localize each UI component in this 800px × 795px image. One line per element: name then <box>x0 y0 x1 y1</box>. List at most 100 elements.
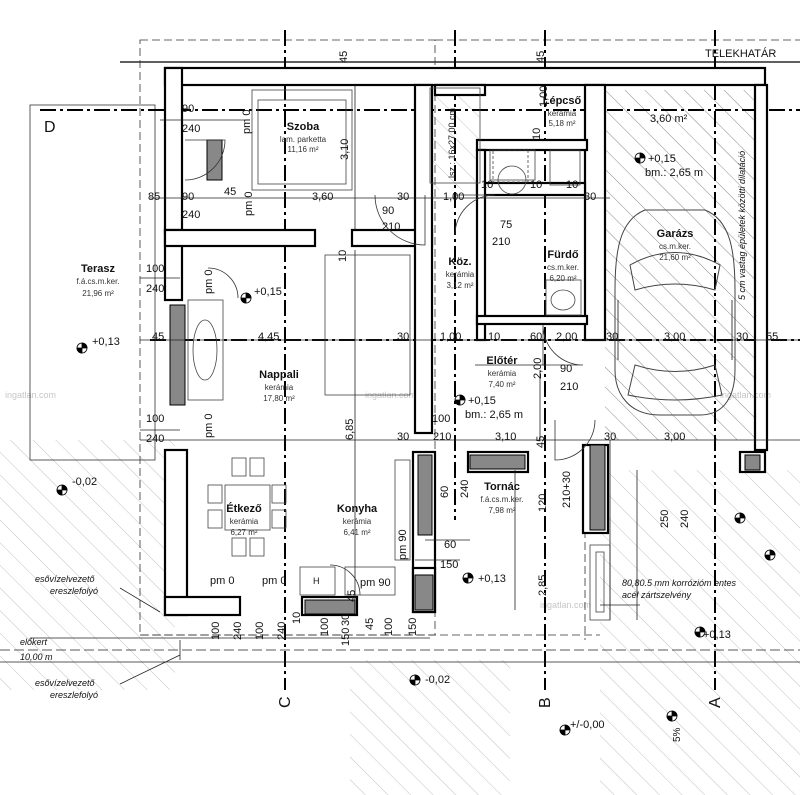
svg-text:240: 240 <box>146 433 164 445</box>
note-area-top-right: 3,60 m² <box>650 113 688 125</box>
svg-text:45: 45 <box>346 590 358 602</box>
level-tornac: +0,13 <box>478 573 506 585</box>
svg-text:10: 10 <box>530 179 542 191</box>
svg-text:21,60 m²: 21,60 m² <box>659 253 691 262</box>
svg-text:10: 10 <box>481 179 493 191</box>
svg-text:100: 100 <box>432 413 450 425</box>
svg-text:90: 90 <box>182 191 194 203</box>
svg-text:f.á.cs.m.ker.: f.á.cs.m.ker. <box>480 495 523 504</box>
bm-eloter: bm.: 2,65 m <box>465 409 523 421</box>
svg-text:1,00: 1,00 <box>440 331 461 343</box>
svg-text:150: 150 <box>440 559 458 571</box>
svg-text:Konyha: Konyha <box>337 503 378 515</box>
svg-text:11,16 m²: 11,16 m² <box>288 145 319 154</box>
notes: esővízelvezető ereszlefolyó esővízelveze… <box>20 108 747 742</box>
svg-text:3,00: 3,00 <box>664 331 685 343</box>
svg-text:150: 150 <box>407 618 419 636</box>
room-koz: Köz. kerámia 3,12 m² <box>446 256 475 290</box>
svg-text:pm 0: pm 0 <box>203 270 215 294</box>
svg-text:60: 60 <box>444 539 456 551</box>
svg-text:240: 240 <box>146 283 164 295</box>
level-eloter: +0,15 <box>468 395 496 407</box>
eave-lines <box>139 39 800 640</box>
svg-text:pm 90: pm 90 <box>360 577 391 589</box>
svg-text:45: 45 <box>535 51 547 63</box>
watermark: ingatlan.com <box>720 390 771 400</box>
level-left: -0,02 <box>72 476 97 488</box>
room-terasz: Terasz f.á.cs.m.ker. 21,96 m² <box>76 263 119 298</box>
svg-text:10: 10 <box>488 331 500 343</box>
furniture <box>187 87 611 621</box>
svg-text:90: 90 <box>182 103 194 115</box>
svg-text:90: 90 <box>560 363 572 375</box>
note-steel-1: 80,80.5 mm korrózióm entes <box>622 578 737 588</box>
downpipe-leaders <box>0 587 800 685</box>
svg-text:75: 75 <box>500 219 512 231</box>
svg-text:Tornác: Tornác <box>484 481 520 493</box>
svg-text:210: 210 <box>560 381 578 393</box>
room-eloter: Előtér kerámia 7,40 m² <box>486 355 518 389</box>
svg-text:60: 60 <box>439 486 451 498</box>
svg-text:pm 0: pm 0 <box>241 110 253 134</box>
svg-text:100: 100 <box>146 263 164 275</box>
svg-text:Terasz: Terasz <box>81 263 116 275</box>
svg-text:kerámia: kerámia <box>446 270 475 279</box>
room-nappali: Nappali kerámia 17,80 m² <box>259 369 299 403</box>
note-gutter-1: ereszlefolyó <box>50 586 98 596</box>
svg-text:kerámia: kerámia <box>488 369 517 378</box>
svg-text:240: 240 <box>276 622 288 640</box>
svg-text:30: 30 <box>584 191 596 203</box>
svg-text:240: 240 <box>232 622 244 640</box>
note-stair: lsz.: 16x27,00 cm <box>447 108 457 178</box>
dimension-labels: 45 45 90 240 3,10 pm 0 85 90 45 3,60 30 … <box>146 51 778 646</box>
svg-text:1,00: 1,00 <box>443 191 464 203</box>
walls <box>163 66 769 617</box>
level-nappali: +0,15 <box>254 286 282 298</box>
svg-text:30: 30 <box>736 331 748 343</box>
svg-text:6,41 m²: 6,41 m² <box>343 528 370 537</box>
room-szoba: Szoba lam. parketta 11,16 m² <box>280 121 327 154</box>
svg-text:30: 30 <box>604 431 616 443</box>
svg-text:10: 10 <box>291 612 303 624</box>
svg-text:Köz.: Köz. <box>448 256 471 268</box>
svg-text:30: 30 <box>606 331 618 343</box>
watermark: ingatlan.com <box>540 600 591 610</box>
svg-text:3,10: 3,10 <box>495 431 516 443</box>
svg-text:pm 90: pm 90 <box>397 529 409 560</box>
svg-text:3,10: 3,10 <box>339 139 351 160</box>
svg-text:10: 10 <box>566 179 578 191</box>
svg-text:10: 10 <box>337 250 349 262</box>
svg-text:f.á.cs.m.ker.: f.á.cs.m.ker. <box>76 277 119 286</box>
level-bottom: -0,02 <box>425 674 450 686</box>
svg-text:45: 45 <box>224 186 236 198</box>
svg-text:120: 120 <box>537 494 549 512</box>
svg-text:210: 210 <box>492 236 510 248</box>
svg-text:100: 100 <box>383 618 395 636</box>
axis-label-c: C <box>277 696 294 708</box>
svg-text:cs.m.ker.: cs.m.ker. <box>659 242 691 251</box>
note-downpipe-1: esővízelvezető <box>35 574 96 584</box>
svg-text:85: 85 <box>148 191 160 203</box>
note-dilatation: 5 cm vastag épületek közötti dilatáció <box>737 151 747 300</box>
svg-text:5,18 m²: 5,18 m² <box>548 119 575 128</box>
note-front-garden-dim: 10,00 m <box>20 652 53 662</box>
svg-text:21,96 m²: 21,96 m² <box>82 289 114 298</box>
room-furdo: Fürdő cs.m.ker. 6,20 m² <box>547 249 579 283</box>
note-slope: 5% <box>672 727 683 742</box>
note-steel-2: acél zártszelvény <box>622 590 692 600</box>
svg-text:7,40 m²: 7,40 m² <box>488 380 515 389</box>
svg-text:Szoba: Szoba <box>287 121 320 133</box>
svg-text:240: 240 <box>459 480 471 498</box>
svg-text:45: 45 <box>535 436 547 448</box>
axis-labels: D C B A <box>44 119 724 708</box>
svg-text:30: 30 <box>397 331 409 343</box>
room-konyha: Konyha kerámia 6,41 m² <box>337 503 378 537</box>
svg-text:55: 55 <box>766 331 778 343</box>
room-tornac: Tornác f.á.cs.m.ker. 7,98 m² <box>480 481 523 515</box>
svg-text:6,27 m²: 6,27 m² <box>230 528 257 537</box>
room-labels: Szoba lam. parketta 11,16 m² Lépcső kerá… <box>76 95 693 537</box>
svg-text:45: 45 <box>364 618 376 630</box>
svg-text:7,98 m²: 7,98 m² <box>488 506 515 515</box>
svg-text:45: 45 <box>338 51 350 63</box>
